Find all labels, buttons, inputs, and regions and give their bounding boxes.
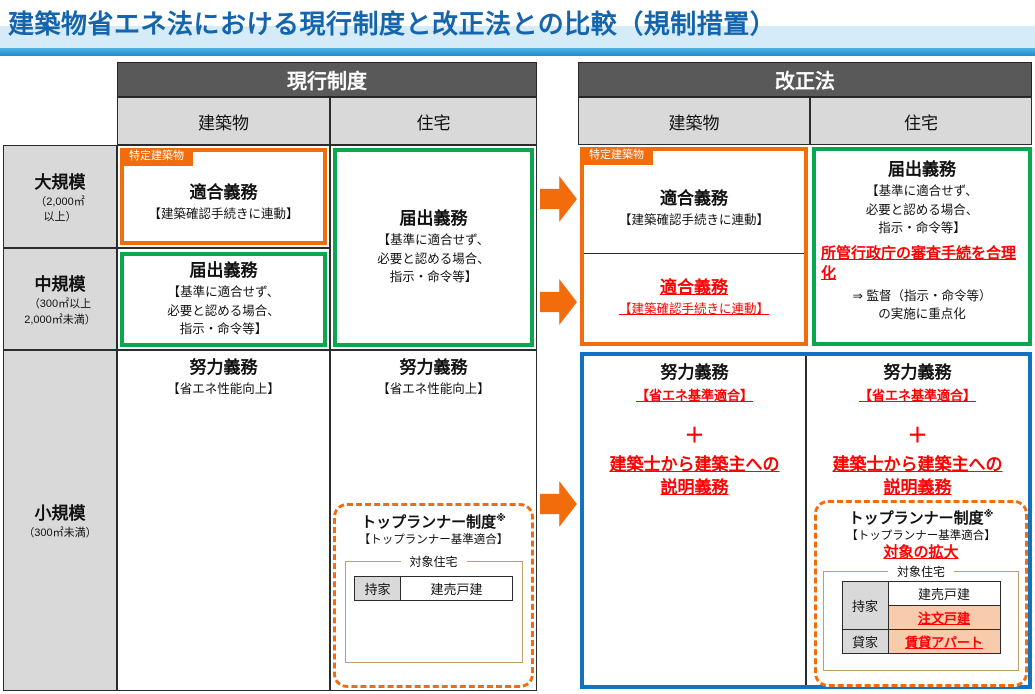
current-notify-residence-title: 届出義務 <box>399 208 468 228</box>
current-conform-box: 特定建築物 適合義務 【建築確認手続きに連動】 <box>120 148 327 245</box>
current-top-runner-sub: 【トップランナー基準適合】 <box>358 534 509 546</box>
current-target-housing-frame: 対象住宅 持家 建売戸建 <box>344 553 523 664</box>
title-band <box>0 26 1035 48</box>
revised-table-header: 改正法 <box>578 62 1032 97</box>
row-label-mid-detail: （300㎡以上 2,000㎡未満） <box>24 298 96 326</box>
current-notify-building-title: 届出義務 <box>189 260 258 280</box>
revised-rental-home-cell: 貸家 <box>841 629 889 655</box>
table-row: 注文戸建 <box>842 605 1001 631</box>
page-title: 建築物省エネ法における現行制度と改正法との比較（規制措置） <box>8 9 777 39</box>
current-notify-residence-box: 届出義務 【基準に適合せず、 必要と認める場合、 指示・命令等】 <box>333 148 534 347</box>
revised-built-for-sale-cell: 建売戸建 <box>887 581 1001 607</box>
revised-notify-sub: 【基準に適合せず、 必要と認める場合、 指示・命令等】 <box>865 183 979 236</box>
arrow-icon <box>540 176 577 222</box>
revised-conform-top: 適合義務 【建築確認手続きに連動】 <box>584 151 804 253</box>
revised-conform-top-title: 適合義務 <box>660 189 728 209</box>
revised-target-housing-table: 持家 建売戸建 注文戸建 貸家 賃貸アパート <box>841 581 1001 655</box>
current-conform-sub: 【建築確認手続きに連動】 <box>148 206 299 221</box>
current-target-housing-label: 対象住宅 <box>400 553 467 571</box>
revised-target-housing-label: 対象住宅 <box>887 563 955 581</box>
current-built-for-sale-cell: 建売戸建 <box>400 576 513 602</box>
row-label-large-name: 大規模 <box>34 172 86 192</box>
revised-notify-streamline: 所管行政庁の審査手続を合理化 <box>821 245 1017 283</box>
current-top-runner-mark: ※ <box>496 513 506 524</box>
revised-rental-apartment-cell: 賃貸アパート <box>887 629 1001 655</box>
designated-building-badge: 特定建築物 <box>120 148 193 166</box>
current-col-residence: 住宅 <box>330 97 537 145</box>
current-effort-residence-title: 努力義務 <box>399 358 468 377</box>
revised-effort-building: 努力義務 【省エネ基準適合】 ＋ 建築士から建築主への 説明義務 <box>584 356 805 685</box>
revised-top-runner-sub: 【トップランナー基準適合】 <box>846 530 996 542</box>
current-effort-residence: 努力義務 【省エネ性能向上】 <box>330 357 537 399</box>
title-rule <box>0 48 1035 56</box>
row-label-small-name: 小規模 <box>34 504 86 524</box>
current-effort-building-sub: 【省エネ性能向上】 <box>167 381 280 396</box>
arrow-icon <box>540 279 577 325</box>
revised-effort-residence-title: 努力義務 <box>883 363 952 382</box>
revised-notify-box: 届出義務 【基準に適合せず、 必要と認める場合、 指示・命令等】 所管行政庁の審… <box>812 147 1032 346</box>
row-label-mid: 中規模 （300㎡以上 2,000㎡未満） <box>3 248 117 350</box>
current-notify-building-box: 届出義務 【基準に適合せず、 必要と認める場合、 指示・命令等】 <box>120 252 327 347</box>
current-notify-residence-sub: 【基準に適合せず、 必要と認める場合、 指示・命令等】 <box>377 232 490 285</box>
revised-own-home-cell: 持家 <box>841 581 889 631</box>
revised-conform-box: 特定建築物 適合義務 【建築確認手続きに連動】 適合義務 【建築確認手続きに連動… <box>580 147 808 346</box>
revised-notify-title: 届出義務 <box>888 160 956 179</box>
revised-col-building: 建築物 <box>578 97 810 145</box>
plus-sign: ＋ <box>907 424 928 447</box>
revised-notify-note: ⇒ 監督（指示・命令等） の実施に重点化 <box>852 288 992 322</box>
designated-building-badge: 特定建築物 <box>580 147 653 165</box>
row-label-mid-name: 中規模 <box>34 275 86 295</box>
revised-top-runner-expand: 対象の拡大 <box>883 544 959 562</box>
revised-conform-new: 適合義務 【建築確認手続きに連動】 <box>584 254 804 342</box>
conform-box-divider <box>584 252 804 255</box>
revised-conform-new-title: 適合義務 <box>660 278 728 298</box>
revised-target-housing-frame: 対象住宅 持家 建売戸建 注文戸建 貸家 賃貸アパート <box>823 563 1019 672</box>
current-conform-title: 適合義務 <box>189 182 258 202</box>
revised-effort-residence: 努力義務 【省エネ基準適合】 ＋ 建築士から建築主への 説明義務 <box>807 356 1028 685</box>
row-label-large-detail: （2,000㎡ 以上） <box>35 195 85 223</box>
current-own-home-cell: 持家 <box>354 576 401 602</box>
revised-conform-top-sub: 【建築確認手続きに連動】 <box>618 212 769 227</box>
current-effort-building-title: 努力義務 <box>189 358 258 377</box>
arrow-icon <box>540 481 577 527</box>
current-top-runner-box: トップランナー制度※ 【トップランナー基準適合】 対象住宅 持家 建売戸建 <box>333 503 534 688</box>
revised-conform-new-sub: 【建築確認手続きに連動】 <box>618 302 769 317</box>
revised-effort-residence-sub: 【省エネ基準適合】 <box>858 387 976 403</box>
current-col-building: 建築物 <box>117 97 330 145</box>
revised-effort-building-title: 努力義務 <box>660 363 729 382</box>
revised-effort-building-sub: 【省エネ基準適合】 <box>635 387 753 403</box>
revised-top-runner-box: トップランナー制度※ 【トップランナー基準適合】 対象の拡大 対象住宅 持家 建… <box>814 500 1028 687</box>
plus-sign: ＋ <box>684 424 705 447</box>
current-target-housing-table: 持家 建売戸建 <box>354 576 513 602</box>
current-cell-small-building <box>117 350 330 691</box>
current-top-runner-title: トップランナー制度 <box>361 514 497 531</box>
revised-custom-built-cell: 注文戸建 <box>887 605 1001 631</box>
current-notify-building-sub: 【基準に適合せず、 必要と認める場合、 指示・命令等】 <box>167 284 280 337</box>
revised-top-runner-mark: ※ <box>983 509 994 520</box>
revised-col-residence: 住宅 <box>810 97 1032 145</box>
current-effort-residence-sub: 【省エネ性能向上】 <box>377 381 490 396</box>
table-row: 持家 建売戸建 <box>354 576 513 602</box>
revised-top-runner-title: トップランナー制度 <box>848 510 984 527</box>
row-label-small-detail: （300㎡未満） <box>23 527 97 540</box>
current-effort-building: 努力義務 【省エネ性能向上】 <box>117 357 330 399</box>
revised-effort-residence-explain: 建築士から建築主への 説明義務 <box>832 454 1003 497</box>
table-row: 貸家 賃貸アパート <box>841 629 1001 655</box>
row-label-small: 小規模 （300㎡未満） <box>3 350 117 691</box>
revised-effort-building-explain: 建築士から建築主への 説明義務 <box>609 454 780 497</box>
effort-box-divider <box>805 356 807 685</box>
table-row: 持家 建売戸建 <box>841 581 1001 631</box>
current-table-header: 現行制度 <box>117 62 537 97</box>
row-label-large: 大規模 （2,000㎡ 以上） <box>3 145 117 248</box>
